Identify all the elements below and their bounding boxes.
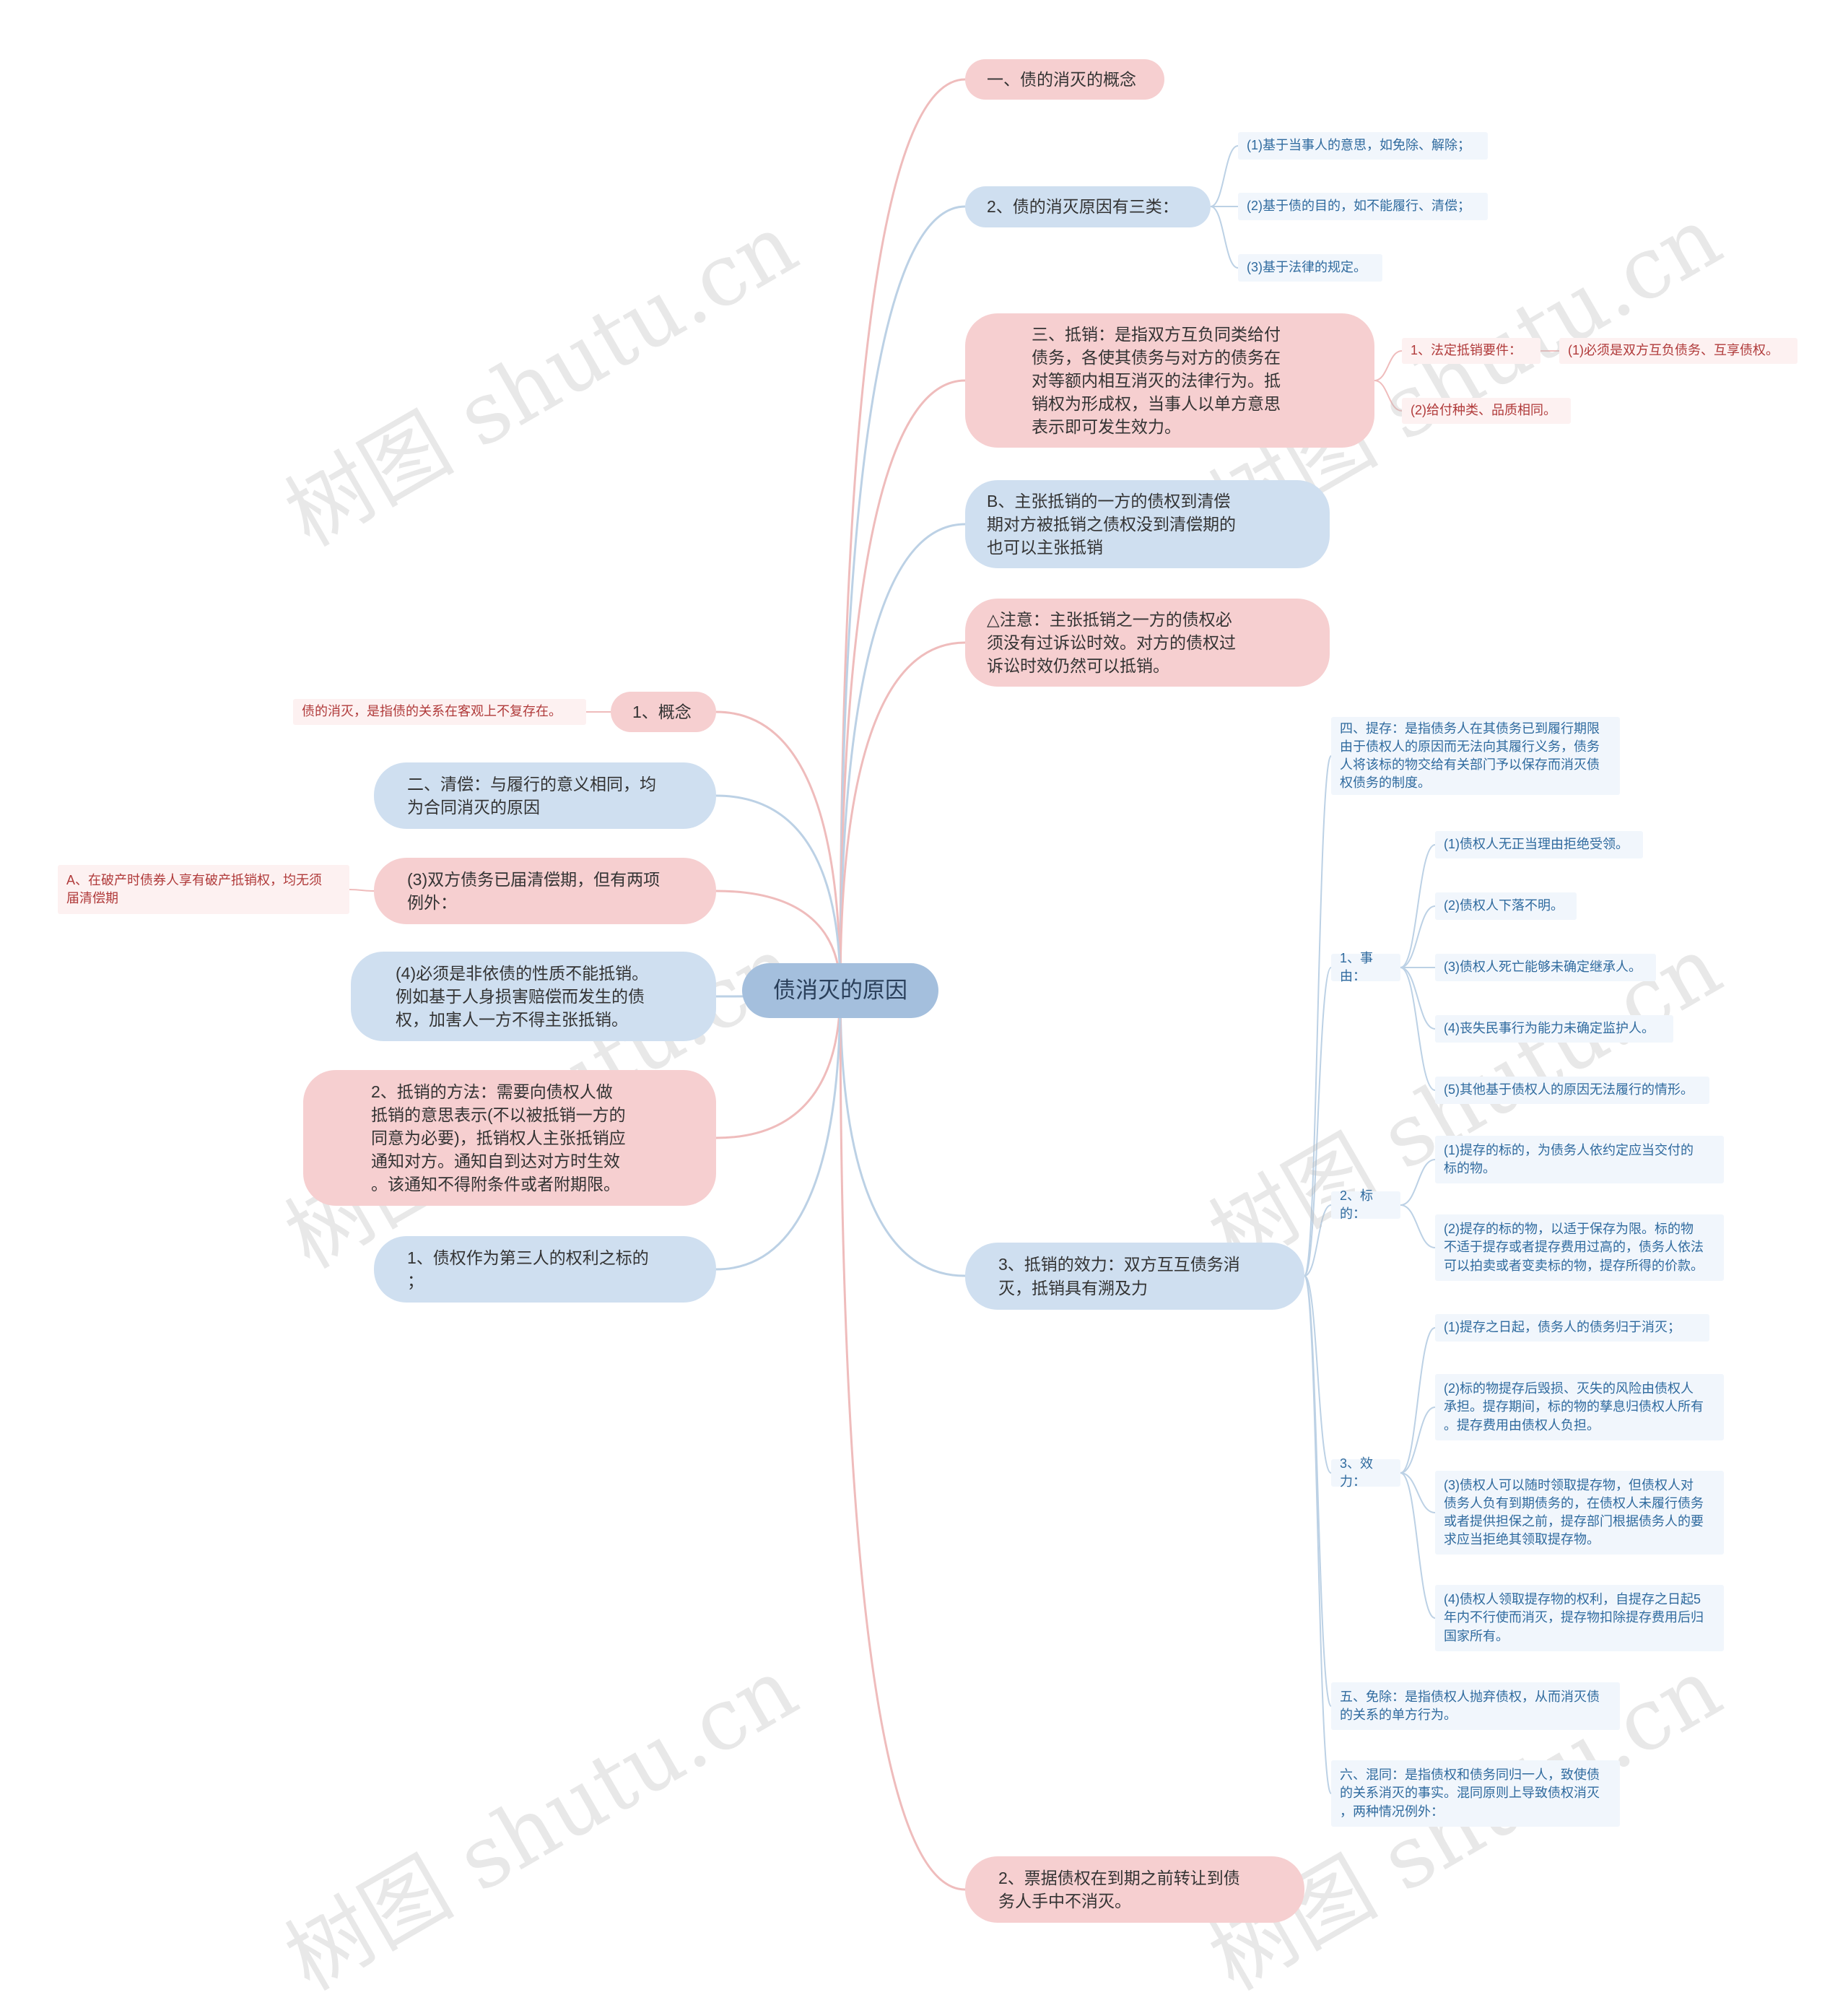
- connector: [1400, 967, 1436, 1091]
- leaf-type-3[interactable]: (3)基于法律的规定。: [1238, 254, 1382, 282]
- topic-note[interactable]: △注意：主张抵销之一方的债权必 须没有过诉讼时效。对方的债权过 诉讼时效仍然可以…: [965, 599, 1330, 687]
- connector: [1400, 1159, 1436, 1206]
- leaf-type-1[interactable]: (1)基于当事人的意思，如免除、解除；: [1238, 132, 1488, 160]
- connector: [1400, 844, 1436, 968]
- connector: [1304, 1275, 1332, 1474]
- leaf-subject[interactable]: 2、标的：: [1331, 1188, 1400, 1221]
- connector: [839, 990, 966, 1891]
- leaf-merger[interactable]: 六、混同：是指债权和债务同归一人，致使债 的关系消灭的事实。混同原则上导致债权消…: [1331, 1760, 1620, 1827]
- connector: [1304, 967, 1332, 1277]
- connector: [1400, 1472, 1436, 1513]
- connector: [1304, 1275, 1332, 1707]
- leaf-concept-definition[interactable]: 债的消灭，是指债的关系在客观上不复存在。: [293, 699, 586, 725]
- connector: [1400, 967, 1436, 1030]
- connector: [1400, 1472, 1436, 1619]
- connector: [1374, 350, 1403, 381]
- connector: [715, 990, 842, 1139]
- connector: [1304, 755, 1332, 1277]
- connector: [839, 78, 966, 991]
- connector: [1400, 905, 1436, 968]
- topic-offset-effect[interactable]: 3、抵销的效力：双方互互债务消 灭，抵销具有溯及力: [965, 1243, 1304, 1310]
- leaf-reason-5[interactable]: (5)其他基于债权人的原因无法履行的情形。: [1435, 1077, 1709, 1104]
- leaf-effect-4[interactable]: (4)债权人领取提存物的权利，自提存之日起5 年内不行使而消灭，提存物扣除提存费…: [1435, 1585, 1724, 1651]
- connector: [1400, 1204, 1436, 1248]
- connector: [839, 990, 966, 1277]
- leaf-effect-3[interactable]: (3)债权人可以随时领取提存物，但债权人对 债务人负有到期债务的，在债权人未履行…: [1435, 1471, 1724, 1555]
- connector: [1400, 1407, 1436, 1474]
- connector: [1304, 1275, 1332, 1794]
- topic-method[interactable]: 2、抵销的方法：需要向债权人做 抵销的意思表示(不以被抵销一方的 同意为必要)，…: [303, 1070, 716, 1206]
- leaf-effect-1[interactable]: (1)提存之日起，债务人的债务归于消灭；: [1435, 1314, 1709, 1342]
- leaf-effect[interactable]: 3、效力：: [1331, 1456, 1400, 1489]
- connector: [1210, 145, 1239, 207]
- leaf-due-exception[interactable]: A、在破产时债券人享有破产抵销权，均无须 届清偿期: [58, 865, 349, 914]
- root-topic[interactable]: 债消灭的原因: [742, 963, 938, 1018]
- leaf-reason-1[interactable]: (1)债权人无正当理由拒绝受领。: [1435, 831, 1643, 858]
- connector: [1210, 206, 1239, 269]
- leaf-type-2[interactable]: (2)基于债的目的，如不能履行、清偿；: [1238, 193, 1488, 220]
- leaf-reason-3[interactable]: (3)债权人死亡能够未确定继承人。: [1435, 954, 1656, 981]
- topic-three-types[interactable]: 2、债的消灭原因有三类：: [965, 186, 1211, 227]
- topic-third-party[interactable]: 1、债权作为第三人的权利之标的 ；: [374, 1236, 716, 1303]
- topic-bill[interactable]: 2、票据债权在到期之前转让到债 务人手中不消灭。: [965, 1856, 1304, 1923]
- leaf-reason-2[interactable]: (2)债权人下落不明。: [1435, 892, 1577, 920]
- connector: [839, 523, 966, 991]
- connector: [1304, 1204, 1332, 1277]
- connector: [839, 379, 966, 991]
- topic-concept[interactable]: 一、债的消灭的概念: [965, 59, 1164, 100]
- connector: [1400, 1327, 1436, 1474]
- leaf-offset-req-1[interactable]: (1)必须是双方互负债务、互享债权。: [1559, 338, 1797, 364]
- topic-payment[interactable]: 二、清偿：与履行的意义相同，均 为合同消灭的原因: [374, 762, 716, 829]
- topic-non-tort[interactable]: (4)必须是非依债的性质不能抵销。 例如基于人身损害赔偿而发生的债 权，加害人一…: [351, 952, 716, 1041]
- connector: [715, 990, 842, 1271]
- leaf-waiver[interactable]: 五、免除：是指债权人抛弃债权，从而消灭债 的关系的单方行为。: [1331, 1682, 1620, 1730]
- connector: [839, 205, 966, 991]
- topic-left-concept[interactable]: 1、概念: [611, 692, 716, 732]
- topic-offset[interactable]: 三、抵销：是指双方互负同类给付 债务，各使其债务与对方的债务在 对等额内相互消灭…: [965, 313, 1374, 448]
- connector: [715, 710, 842, 991]
- connector: [839, 641, 966, 991]
- leaf-subject-2[interactable]: (2)提存的标的物，以适于保存为限。标的物 不适于提存或者提存费用过高的，债务人…: [1435, 1214, 1724, 1281]
- topic-b-claim[interactable]: B、主张抵销的一方的债权到清偿 期对方被抵销之债权没到清偿期的 也可以主张抵销: [965, 480, 1330, 568]
- leaf-reason[interactable]: 1、事由：: [1331, 951, 1400, 983]
- topic-due[interactable]: (3)双方债务已届清偿期，但有两项 例外：: [374, 858, 716, 924]
- connector-lines: [349, 78, 1559, 1891]
- leaf-subject-1[interactable]: (1)提存的标的，为债务人依约定应当交付的 标的物。: [1435, 1136, 1724, 1183]
- connector: [1374, 380, 1403, 412]
- leaf-deposit[interactable]: 四、提存：是指债务人在其债务已到履行期限 由于债权人的原因而无法向其履行义务，债…: [1331, 717, 1620, 795]
- leaf-offset-requirements[interactable]: 1、法定抵销要件：: [1402, 338, 1540, 364]
- leaf-reason-4[interactable]: (4)丧失民事行为能力未确定监护人。: [1435, 1015, 1673, 1043]
- connector: [349, 889, 375, 892]
- connector: [715, 794, 842, 991]
- leaf-offset-req-2[interactable]: (2)给付种类、品质相同。: [1402, 398, 1571, 424]
- leaf-effect-2[interactable]: (2)标的物提存后毁损、灭失的风险由债权人 承担。提存期间，标的物的孳息归债权人…: [1435, 1374, 1724, 1440]
